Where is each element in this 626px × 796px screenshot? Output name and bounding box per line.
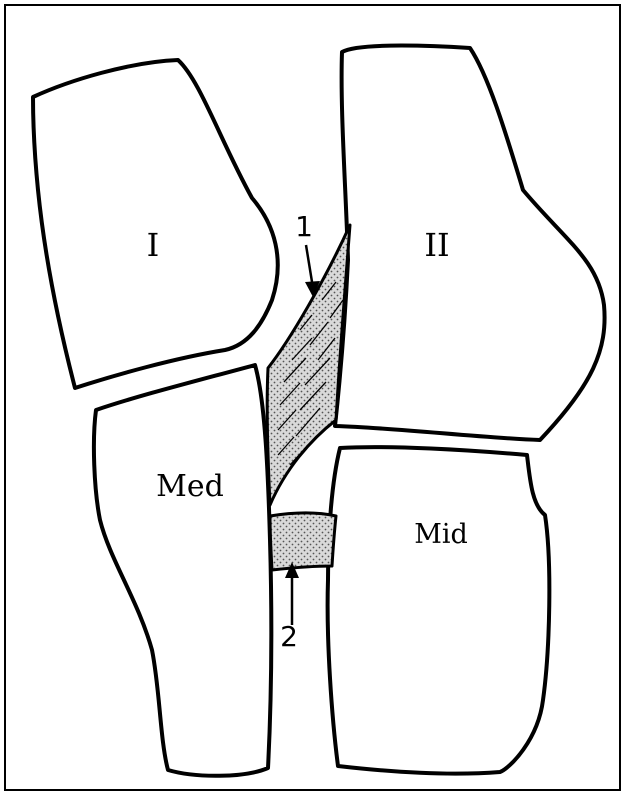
label-second-metatarsal: II [424, 226, 449, 264]
marker-2: 2 [280, 620, 298, 653]
label-middle-cuneiform: Mid [414, 519, 468, 550]
arrow-2 [285, 562, 299, 625]
marker-1: 1 [295, 210, 313, 243]
bone-second-metatarsal [335, 46, 605, 441]
bone-middle-cuneiform [328, 447, 550, 774]
ligament-2 [270, 513, 336, 570]
label-first-metatarsal: I [147, 226, 160, 264]
label-medial-cuneiform: Med [156, 469, 224, 504]
bone-medial-cuneiform [94, 365, 271, 776]
bone-first-metatarsal [33, 60, 278, 388]
